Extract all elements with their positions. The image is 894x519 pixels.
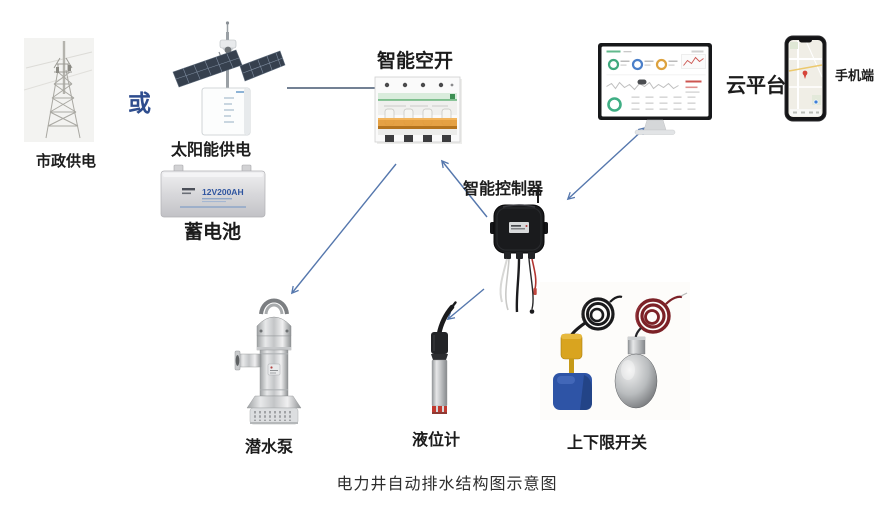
cloud-platform-label: 云平台 bbox=[726, 75, 786, 97]
submersible-pump-icon bbox=[233, 290, 313, 430]
solar-power-label: 太阳能供电 bbox=[171, 142, 252, 159]
connector-controller-to-cloud bbox=[566, 126, 647, 201]
level-meter-label: 液位计 bbox=[412, 432, 461, 449]
battery-label: 蓄电池 bbox=[184, 222, 242, 243]
submersible-pump-label: 潜水泵 bbox=[245, 439, 294, 456]
controller-icon bbox=[485, 200, 555, 316]
or-text: 或 bbox=[128, 90, 151, 116]
transmission-tower-icon bbox=[24, 38, 94, 146]
battery-icon: 12V200AH bbox=[158, 164, 268, 220]
connector-controller-to-breaker bbox=[440, 159, 488, 218]
connector-controller-to-levelmeter bbox=[446, 288, 485, 321]
solar-power-icon bbox=[166, 20, 288, 138]
limit-switches-label: 上下限开关 bbox=[567, 435, 648, 452]
text-cursor-mark bbox=[533, 190, 542, 203]
mobile-phone-icon bbox=[784, 35, 828, 125]
level-meter-icon bbox=[418, 300, 458, 420]
float-switches-icon bbox=[540, 282, 690, 422]
connector-breaker-to-pump bbox=[290, 163, 397, 295]
battery-marking: 12V200AH bbox=[202, 187, 244, 197]
circuit-breaker-icon bbox=[374, 76, 464, 146]
municipal-power-label: 市政供电 bbox=[36, 153, 97, 170]
smart-breaker-label: 智能空开 bbox=[377, 51, 454, 72]
smart-controller-label: 智能控制器 bbox=[463, 181, 544, 198]
mobile-client-label: 手机端 bbox=[835, 68, 875, 83]
diagram-caption: 电力井自动排水结构图示意图 bbox=[336, 476, 558, 493]
cloud-dashboard-monitor-icon bbox=[597, 42, 717, 137]
